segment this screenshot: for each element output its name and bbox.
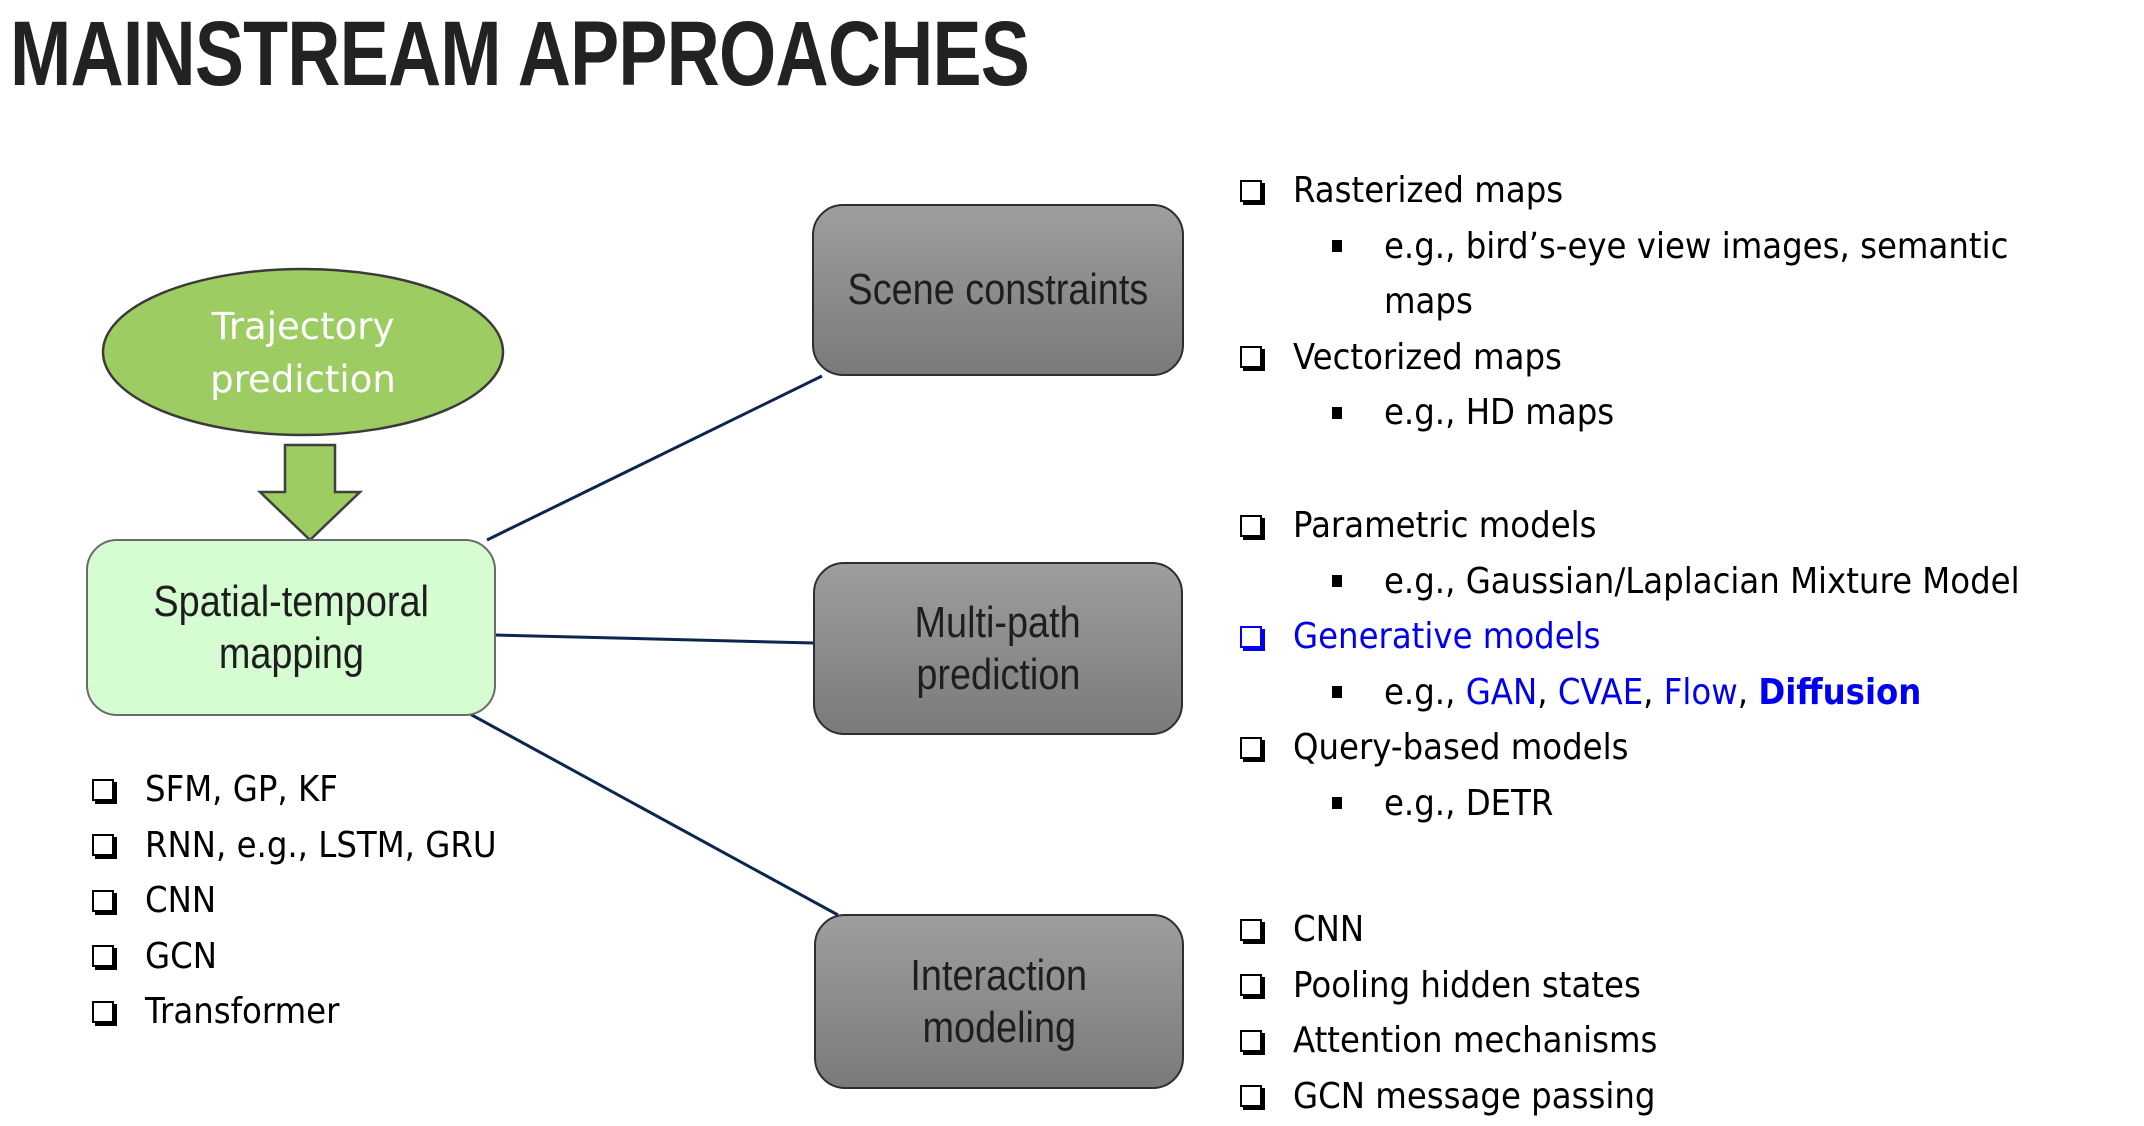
term-diffusion: Diffusion: [1758, 671, 1922, 713]
multi-path-prediction-node: [813, 562, 1183, 735]
checkbox-shadow-icon: [1240, 330, 1272, 385]
label-line: prediction: [915, 649, 1081, 699]
checkbox-shadow-icon: [1240, 1013, 1272, 1068]
list-item: GCN message passing: [1240, 1069, 1698, 1125]
checkbox-shadow-icon: [92, 818, 124, 873]
multi-path-prediction-label: Multi-path prediction: [814, 563, 1182, 734]
checkbox-shadow-icon: [1240, 163, 1272, 218]
list-item-text: Transformer: [145, 991, 340, 1032]
list-item: Parametric models: [1240, 498, 2090, 554]
list-item: SFM, GP, KF: [92, 762, 536, 818]
separator: ,: [1643, 671, 1664, 713]
list-item: Rasterized maps: [1240, 163, 2078, 219]
spatial-temporal-mapping-label: Spatial-temporal mapping: [87, 540, 495, 715]
connector-interaction: [469, 712, 839, 917]
square-bullet-icon: [1332, 665, 1342, 720]
connector-multipath: [494, 633, 815, 645]
scene-constraints-node: [812, 204, 1184, 376]
list-item-text: GCN: [145, 935, 217, 977]
list-item-text: Vectorized maps: [1293, 336, 1562, 378]
checkbox-shadow-icon: [1240, 902, 1272, 957]
down-arrow-icon: [256, 443, 364, 542]
method-list-left: SFM, GP, KF RNN, e.g., LSTM, GRU CNN GCN…: [92, 762, 536, 1040]
list-item-text: RNN, e.g., LSTM, GRU: [145, 824, 497, 866]
square-bullet-icon: [1332, 385, 1342, 440]
separator: ,: [1537, 671, 1558, 713]
checkbox-shadow-icon: [1240, 609, 1272, 664]
interaction-modeling-node: [814, 914, 1184, 1089]
label-line: modeling: [922, 1002, 1076, 1052]
interaction-modeling-label: Interaction modeling: [815, 915, 1183, 1088]
term-gan: GAN: [1465, 671, 1538, 713]
sub-list-item: e.g., HD maps: [1240, 385, 2078, 441]
spatial-temporal-mapping-node: [86, 539, 496, 716]
label-line: Interaction: [910, 950, 1088, 1000]
list-item-text: Attention mechanisms: [1293, 1020, 1658, 1061]
connector-scene: [486, 374, 823, 542]
list-item-highlighted: Generative models: [1240, 609, 2090, 665]
checkbox-shadow-icon: [92, 873, 124, 928]
list-item-text: Rasterized maps: [1293, 170, 1564, 211]
list-item: Pooling hidden states: [1240, 958, 1698, 1014]
list-item: RNN, e.g., LSTM, GRU: [92, 818, 536, 874]
checkbox-shadow-icon: [1240, 1069, 1272, 1124]
sub-list-item: e.g., DETR: [1240, 776, 2090, 832]
generative-examples: e.g., GAN, CVAE, Flow, Diffusion: [1384, 665, 1921, 721]
list-item: Transformer: [92, 984, 536, 1040]
label-line: Trajectory: [211, 304, 395, 348]
term-cvae: CVAE: [1557, 671, 1644, 713]
sub-list-item: e.g., Gaussian/Laplacian Mixture Model: [1240, 554, 2090, 610]
scene-constraints-list: Rasterized maps e.g., bird’s-eye view im…: [1240, 163, 2078, 441]
checkbox-shadow-icon: [1240, 498, 1272, 553]
checkbox-shadow-icon: [1240, 958, 1272, 1013]
label-line: Multi-path: [914, 597, 1082, 647]
sub-item-text: e.g., DETR: [1384, 782, 1554, 824]
square-bullet-icon: [1332, 776, 1342, 831]
list-item: Query-based models: [1240, 720, 2090, 776]
label-line: prediction: [210, 357, 396, 401]
sub-prefix: e.g.,: [1384, 671, 1466, 713]
trajectory-prediction-node: [101, 267, 505, 437]
checkbox-shadow-icon: [92, 762, 124, 817]
sub-list-item: e.g., bird’s-eye view images, semantic: [1240, 219, 2078, 275]
sub-list-item-continuation: maps: [1240, 274, 2078, 330]
sub-item-text: maps: [1384, 281, 1473, 322]
list-item-text: CNN: [1293, 909, 1365, 950]
sub-list-item: e.g., GAN, CVAE, Flow, Diffusion: [1240, 665, 2090, 721]
slide-title: MAINSTREAM APPROACHES: [10, 3, 1030, 105]
list-item-text: GCN message passing: [1293, 1075, 1656, 1117]
checkbox-shadow-icon: [92, 929, 124, 984]
sub-item-text: e.g., HD maps: [1384, 392, 1615, 433]
list-item-text: Parametric models: [1293, 505, 1597, 546]
sub-item-text: e.g., bird’s-eye view images, semantic: [1384, 225, 2009, 267]
list-item: CNN: [1240, 902, 1698, 958]
label-line: Scene constraints: [847, 265, 1149, 314]
list-item-text: SFM, GP, KF: [145, 769, 338, 810]
list-item-text: CNN: [145, 880, 217, 921]
checkbox-shadow-icon: [92, 984, 124, 1039]
list-item: Vectorized maps: [1240, 330, 2078, 386]
list-item-text: Pooling hidden states: [1293, 964, 1641, 1006]
separator: ,: [1737, 671, 1759, 713]
list-item: GCN: [92, 929, 536, 985]
list-item: CNN: [92, 873, 536, 929]
list-item: Attention mechanisms: [1240, 1013, 1698, 1069]
interaction-modeling-list: CNN Pooling hidden states Attention mech…: [1240, 902, 1698, 1124]
checkbox-shadow-icon: [1240, 720, 1272, 775]
list-item-text: Generative models: [1293, 616, 1601, 657]
list-item-text: Query-based models: [1293, 727, 1629, 768]
sub-item-text: e.g., Gaussian/Laplacian Mixture Model: [1384, 560, 2020, 602]
label-line: mapping: [218, 628, 364, 678]
term-flow: Flow: [1663, 671, 1738, 713]
trajectory-prediction-label: Trajectory prediction: [103, 270, 503, 435]
scene-constraints-label: Scene constraints: [813, 205, 1183, 375]
square-bullet-icon: [1332, 554, 1342, 609]
square-bullet-icon: [1332, 219, 1342, 274]
multi-path-list: Parametric models e.g., Gaussian/Laplaci…: [1240, 498, 2090, 831]
label-line: Spatial-temporal: [153, 576, 429, 626]
